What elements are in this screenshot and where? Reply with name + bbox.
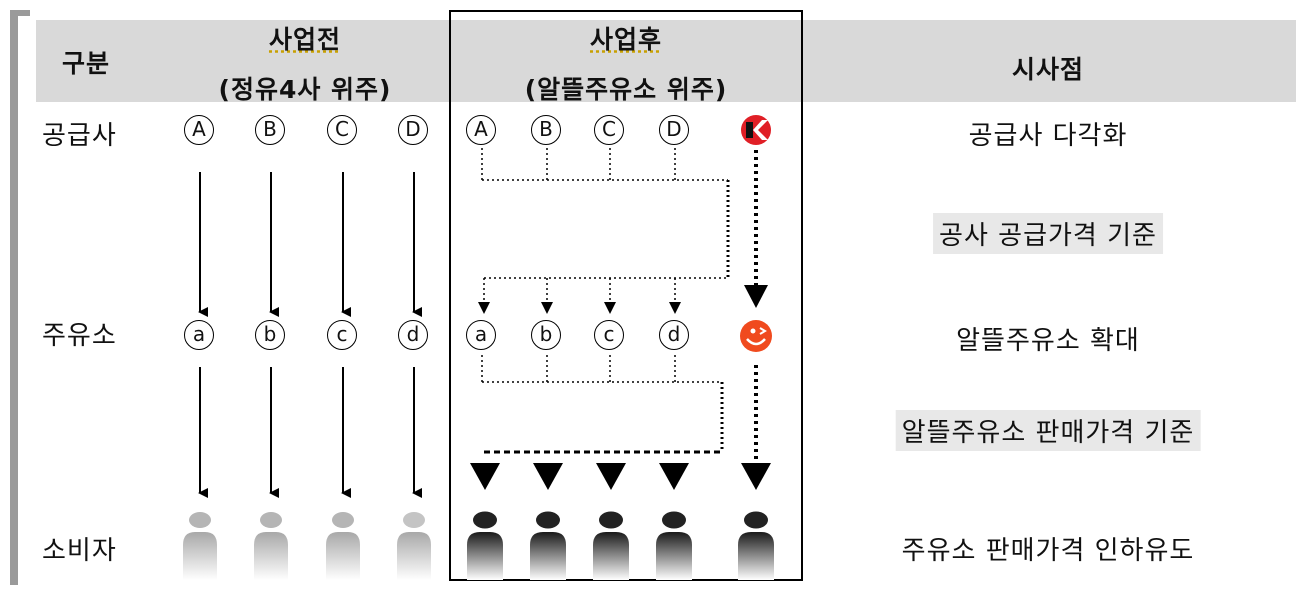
implication-station-expand: 알뜰주유소 확대 — [956, 326, 1140, 356]
supplier-b-before: B — [255, 115, 285, 145]
before-supplier-arrows — [198, 172, 422, 317]
after-consumer-arrowheads — [470, 463, 771, 490]
header-before-subtitle: (정유4사 위주) — [218, 75, 392, 104]
station-a-before: a — [184, 320, 214, 350]
person-icon — [738, 511, 774, 580]
person-icon — [397, 512, 431, 580]
left-bracket — [10, 10, 18, 585]
implication-price-cut: 주유소 판매가격 인하유도 — [901, 536, 1195, 566]
after-station-merge-lines — [481, 355, 724, 454]
station-a-after: a — [466, 320, 496, 350]
implication-supply-price-basis: 공사 공급가격 기준 — [933, 213, 1163, 254]
before-station-arrows — [198, 367, 422, 498]
person-icon — [326, 512, 360, 580]
supplier-c-before: C — [327, 115, 357, 145]
station-d-before: d — [398, 320, 428, 350]
supplier-d-before: D — [398, 115, 428, 145]
after-station-small-arrowheads — [478, 302, 681, 314]
k-to-station-line — [744, 150, 768, 308]
header-after-subtitle: (알뜰주유소 위주) — [524, 75, 728, 104]
person-icon — [183, 512, 217, 580]
row-label-consumer: 소비자 — [42, 536, 117, 566]
station-b-after: b — [531, 320, 561, 350]
station-c-after: c — [594, 320, 624, 350]
after-supplier-merge-lines — [481, 148, 730, 305]
k-logo-icon — [741, 115, 771, 145]
person-icon — [467, 511, 503, 580]
header-background — [36, 20, 1296, 102]
implication-supplier-diversify: 공급사 다각화 — [968, 121, 1128, 151]
row-label-supplier: 공급사 — [42, 121, 117, 151]
supplier-b-after: B — [531, 115, 561, 145]
left-bracket-top — [10, 10, 30, 16]
smile-logo-icon — [740, 320, 772, 352]
header-category: 구분 — [62, 49, 111, 78]
header-before-title: 사업전 — [268, 25, 342, 54]
consumers-before — [183, 512, 431, 580]
person-icon — [254, 512, 288, 580]
person-icon — [530, 511, 566, 580]
supplier-a-after: A — [466, 115, 496, 145]
supplier-a-before: A — [184, 115, 214, 145]
person-icon — [656, 511, 692, 580]
station-b-before: b — [255, 320, 285, 350]
row-label-station: 주유소 — [42, 321, 117, 351]
supplier-d-after: D — [659, 115, 689, 145]
header-after-title: 사업후 — [589, 25, 663, 54]
supplier-c-after: C — [594, 115, 624, 145]
station-d-after: d — [659, 320, 689, 350]
consumers-after — [467, 511, 774, 580]
implication-sale-price-basis: 알뜰주유소 판매가격 기준 — [895, 410, 1201, 451]
header-implications: 시사점 — [1011, 55, 1085, 84]
station-c-before: c — [327, 320, 357, 350]
person-icon — [593, 511, 629, 580]
